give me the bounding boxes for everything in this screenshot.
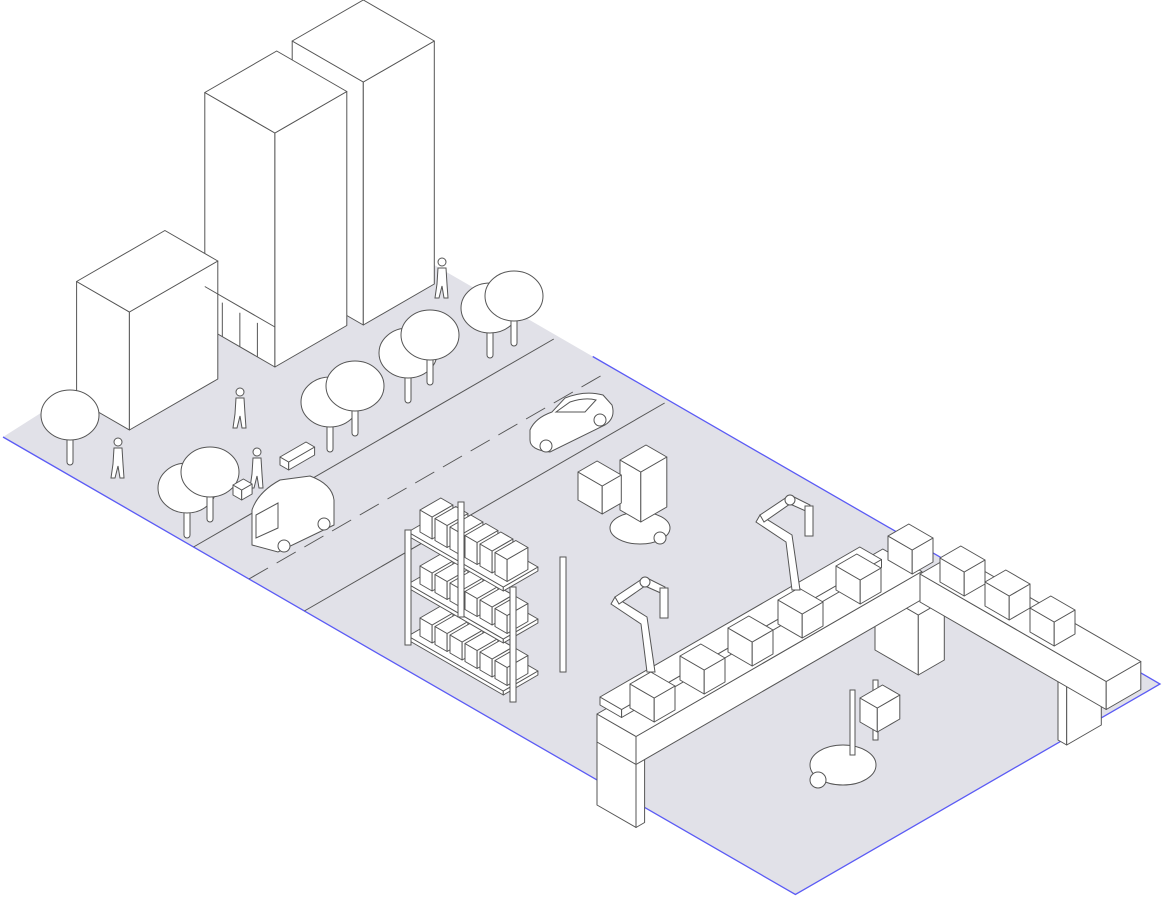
robot-body: [619, 444, 668, 523]
bench: [279, 441, 316, 471]
bench-top-face: [232, 478, 253, 491]
bench-top-face: [279, 441, 316, 463]
pedestrian-body: [434, 267, 449, 299]
office-building: [204, 50, 348, 368]
package-box-top-face: [859, 684, 901, 709]
package-box: [679, 643, 726, 695]
mobile-robot: [577, 444, 671, 545]
shuttle-window: [255, 502, 279, 539]
office-building: [76, 230, 219, 431]
office-building-right-face: [362, 40, 435, 326]
pedestrian-head: [113, 437, 123, 447]
pedestrian-head: [437, 257, 447, 267]
package-box-top-face: [419, 497, 454, 518]
pedestrian-body: [249, 457, 264, 489]
wheel: [539, 439, 553, 453]
road-edge-line: [304, 402, 665, 612]
package-box: [887, 523, 934, 575]
package-box-top-face: [984, 569, 1031, 597]
tree-canopy: [40, 389, 100, 441]
tree-canopy: [180, 446, 240, 498]
package-box-top-face: [464, 523, 499, 543]
storefront-band: [204, 286, 276, 357]
package-box-top-face: [887, 523, 934, 551]
package-box-top-face: [479, 531, 514, 552]
arm-segment: [610, 596, 656, 673]
tree: [325, 360, 385, 437]
shelf-post: [404, 529, 412, 646]
conveyor-table: [596, 523, 1142, 828]
package-box: [1029, 595, 1076, 647]
package-box: [494, 648, 529, 686]
shelf-post: [559, 556, 567, 673]
tree-canopy: [484, 270, 544, 322]
car: [529, 392, 614, 453]
tree-canopy: [325, 360, 385, 412]
wheel: [809, 771, 827, 789]
package-box-top-face: [727, 615, 774, 643]
pedestrian: [110, 437, 125, 479]
package-box: [835, 553, 882, 605]
ground-boundary: [2, 355, 1162, 896]
robot-mast: [849, 689, 856, 756]
car-window: [554, 398, 597, 413]
pedestrian-body: [232, 397, 247, 429]
arm-gripper: [659, 587, 669, 619]
autonomous-shuttle: [251, 475, 335, 553]
wheel: [277, 539, 291, 553]
tree: [484, 270, 544, 347]
package-box: [859, 684, 901, 733]
tree: [400, 309, 460, 386]
pedestrian-head: [252, 447, 262, 457]
package-box-top-face: [835, 553, 882, 581]
package-box-top-face: [1029, 595, 1076, 623]
warehouse-shelf: [404, 497, 567, 703]
office-building-top-face: [291, 0, 435, 83]
storefront-line: [204, 286, 276, 328]
package-box: [984, 569, 1031, 621]
package-box: [494, 540, 529, 582]
bench: [232, 478, 253, 501]
package-box-top-face: [629, 671, 676, 699]
package-box-top-face: [577, 460, 622, 487]
road-center-dashed-line: [248, 370, 610, 580]
package-box: [777, 587, 824, 639]
package-box: [727, 615, 774, 667]
package-box-top-face: [494, 540, 529, 560]
robot-base: [809, 744, 877, 786]
pedestrian: [434, 257, 449, 299]
arm-joint: [784, 494, 796, 506]
pedestrian: [249, 447, 264, 489]
tree: [40, 389, 100, 466]
package-box-top-face: [679, 643, 726, 671]
wheel: [653, 531, 667, 545]
arm-gripper: [804, 505, 814, 537]
pedestrian: [232, 387, 247, 429]
robotic-arm: [610, 576, 669, 673]
wheel: [593, 413, 607, 427]
tree: [180, 446, 240, 523]
car-body: [529, 392, 614, 453]
robotic-arm: [755, 494, 814, 591]
package-box: [577, 460, 622, 515]
office-building-top-face: [76, 230, 219, 313]
shelf-post: [457, 501, 465, 618]
shuttle-body: [251, 475, 335, 553]
pedestrian-head: [235, 387, 245, 397]
wheel: [317, 517, 331, 531]
package-box-top-face: [777, 587, 824, 615]
pedestrian-body: [110, 447, 125, 479]
office-building-top-face: [204, 50, 348, 134]
robot-body-top-face: [619, 444, 668, 473]
package-box: [629, 671, 676, 723]
office-building-right-face: [274, 91, 348, 368]
shelf-post: [509, 586, 517, 703]
tree-canopy: [400, 309, 460, 361]
arm-segment: [755, 514, 801, 591]
package-box-top-face: [939, 545, 986, 573]
package-box: [939, 545, 986, 597]
arm-joint: [639, 576, 651, 588]
mobile-robot: [809, 679, 901, 789]
